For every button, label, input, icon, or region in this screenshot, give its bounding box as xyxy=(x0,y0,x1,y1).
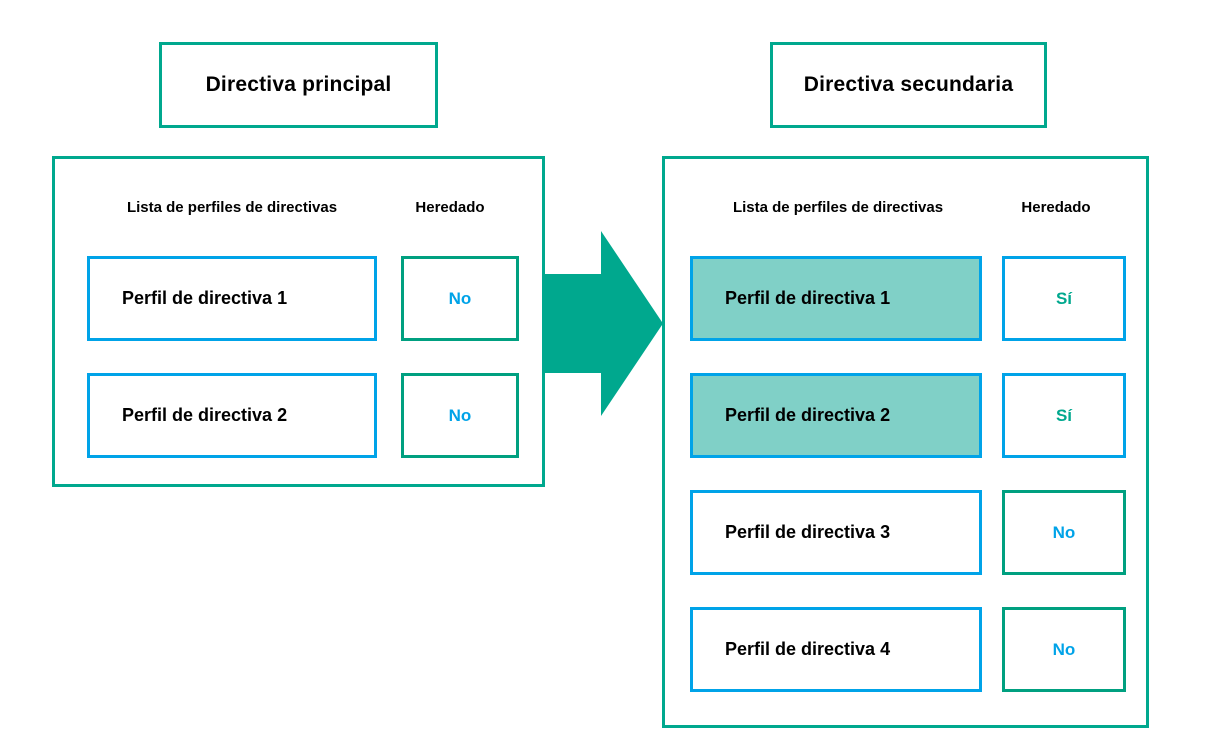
list-item[interactable]: Perfil de directiva 3 xyxy=(690,490,982,575)
primary-column-header-profiles: Lista de perfiles de directivas xyxy=(126,199,338,216)
list-item[interactable]: Perfil de directiva 4 xyxy=(690,607,982,692)
status-badge: Sí xyxy=(1002,373,1126,458)
status-badge: No xyxy=(1002,490,1126,575)
profile-name: Perfil de directiva 2 xyxy=(122,405,288,425)
status-badge: Sí xyxy=(1002,256,1126,341)
secondary-policy-title-box: Directiva secundaria xyxy=(770,42,1047,128)
profile-name: Perfil de directiva 2 xyxy=(725,405,891,425)
inherited-value: No xyxy=(448,288,472,308)
secondary-column-header-profiles: Lista de perfiles de directivas xyxy=(732,199,944,216)
secondary-policy-panel: Lista de perfiles de directivas Heredado… xyxy=(662,156,1149,728)
secondary-column-header-inherited: Heredado xyxy=(1021,199,1091,216)
profile-name: Perfil de directiva 3 xyxy=(725,522,891,542)
arrow-right-icon xyxy=(543,231,663,416)
inherited-value: No xyxy=(1052,639,1076,659)
status-badge: No xyxy=(1002,607,1126,692)
inherited-value: No xyxy=(448,405,472,425)
secondary-policy-title-text: Directiva secundaria xyxy=(803,73,1014,96)
list-item[interactable]: Perfil de directiva 2 xyxy=(690,373,982,458)
profile-name: Perfil de directiva 1 xyxy=(725,288,891,308)
list-item[interactable]: Perfil de directiva 2 xyxy=(87,373,377,458)
secondary-rows-container: Perfil de directiva 1 Sí Perfil de direc… xyxy=(665,159,1146,725)
inherited-value: No xyxy=(1052,522,1076,542)
primary-policy-panel: Lista de perfiles de directivas Heredado… xyxy=(52,156,545,487)
profile-name: Perfil de directiva 1 xyxy=(122,288,288,308)
list-item[interactable]: Perfil de directiva 1 xyxy=(690,256,982,341)
inherited-value: Sí xyxy=(1055,405,1073,425)
primary-rows-container: Perfil de directiva 1 No Perfil de direc… xyxy=(55,159,542,484)
primary-policy-title-text: Directiva principal xyxy=(205,73,392,96)
profile-name: Perfil de directiva 4 xyxy=(725,639,891,659)
status-badge: No xyxy=(401,256,519,341)
inherited-value: Sí xyxy=(1055,288,1073,308)
status-badge: No xyxy=(401,373,519,458)
primary-policy-title-box: Directiva principal xyxy=(159,42,438,128)
primary-column-header-inherited: Heredado xyxy=(415,199,485,216)
list-item[interactable]: Perfil de directiva 1 xyxy=(87,256,377,341)
